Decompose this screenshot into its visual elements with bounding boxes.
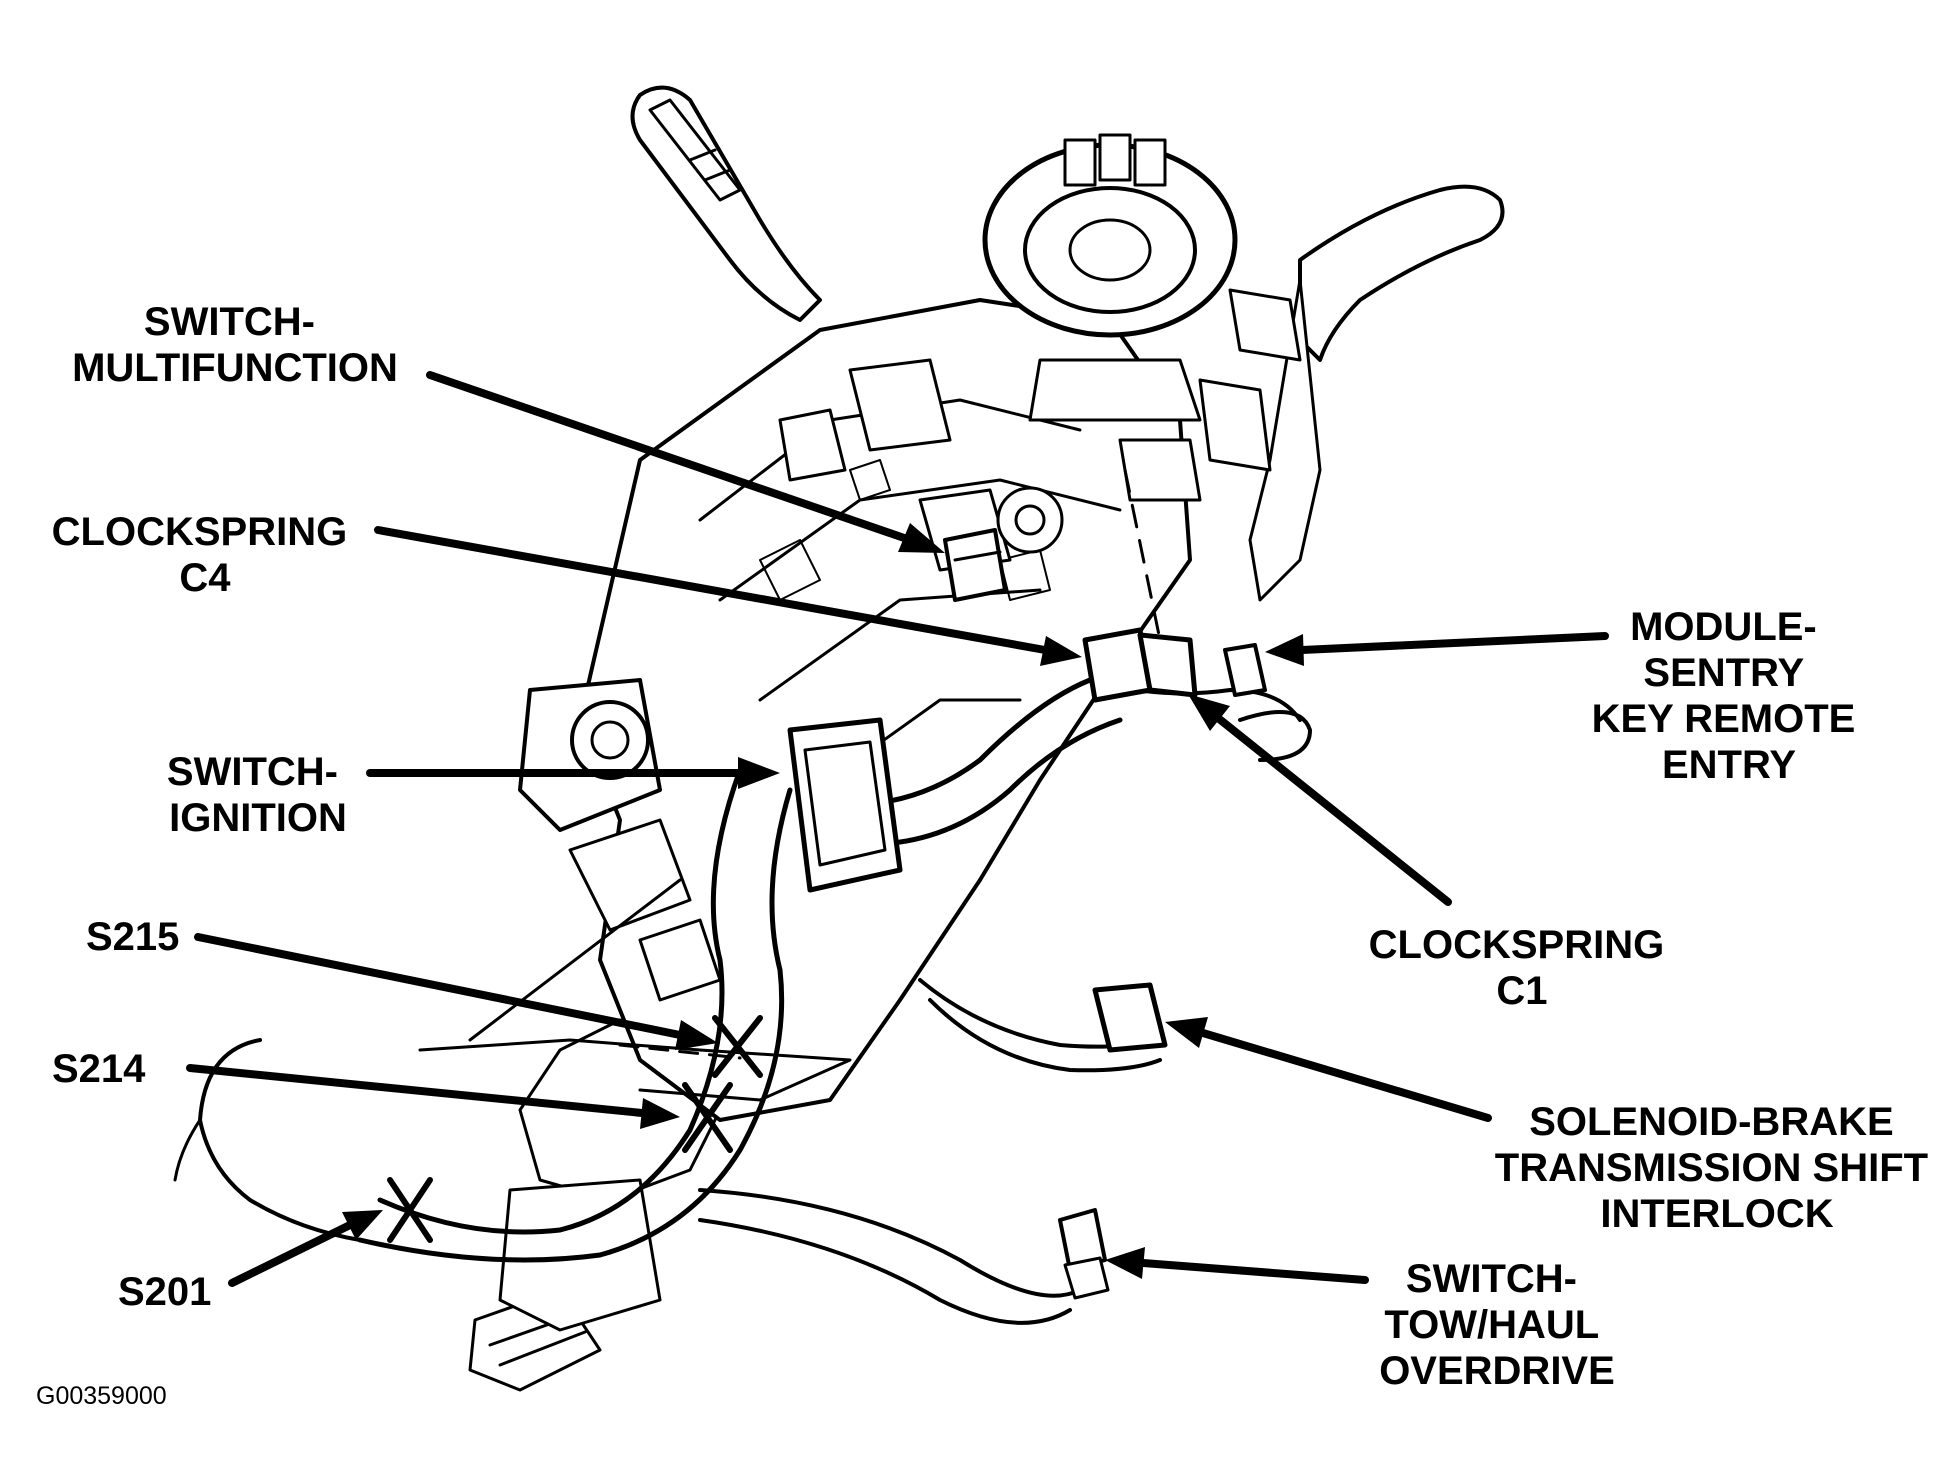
arrow-s214 [640, 1098, 680, 1129]
splice-s215-mark [712, 1015, 763, 1078]
label-switch-tow-haul: SWITCH- TOW/HAUL OVERDRIVE [1379, 1257, 1615, 1393]
label-switch-multifunction: SWITCH- MULTIFUNCTION [72, 300, 398, 390]
label-switch-ignition: SWITCH- IGNITION [167, 750, 349, 840]
arrow-s201 [342, 1210, 383, 1240]
leader-lines [186, 371, 1609, 1287]
label-s215: S215 [86, 915, 179, 959]
callout-labels: SWITCH- MULTIFUNCTION CLOCKSPRING C4 SWI… [36, 300, 1939, 1410]
label-s201: S201 [118, 1270, 211, 1314]
sentry-key-connector [1223, 643, 1267, 697]
arrow-clockspring-c4 [1040, 636, 1082, 666]
leader-clockspring-c4 [374, 526, 1049, 654]
connectors [787, 528, 1267, 1300]
arrow-module-sentry [1265, 634, 1304, 666]
label-module-sentry: MODULE- SENTRY KEY REMOTE ENTRY [1592, 605, 1867, 787]
leader-switch-multifunction [426, 371, 914, 544]
leader-s201 [228, 1221, 354, 1287]
arrow-s215 [675, 1020, 718, 1050]
label-clockspring-c4: CLOCKSPRING C4 [52, 510, 359, 600]
multifunction-connector [943, 528, 1007, 602]
leader-s214 [186, 1064, 646, 1117]
steering-column-illustration [418, 85, 1505, 1392]
leader-s215 [194, 933, 684, 1039]
leader-clockspring-c1 [1214, 714, 1452, 906]
figure-code: G00359000 [36, 1382, 167, 1410]
leader-module-sentry [1298, 632, 1609, 654]
arrow-solenoid-brake [1165, 1017, 1208, 1048]
arrow-switch-tow-haul [1105, 1247, 1145, 1279]
arrow-switch-ignition [738, 757, 780, 789]
splice-marks [387, 1015, 763, 1243]
label-s214: S214 [52, 1047, 146, 1091]
label-clockspring-c1: CLOCKSPRING C1 [1369, 923, 1676, 1013]
splice-s214-mark [682, 1082, 733, 1153]
arrow-switch-multifunction [898, 523, 945, 553]
brake-solenoid-connector [1092, 982, 1168, 1053]
label-solenoid-brake: SOLENOID-BRAKE TRANSMISSION SHIFT INTERL… [1495, 1100, 1939, 1236]
leader-switch-tow-haul [1139, 1259, 1369, 1284]
splice-s201-mark [387, 1177, 433, 1243]
arrow-clockspring-c1 [1188, 694, 1230, 731]
leader-solenoid-brake [1199, 1029, 1492, 1122]
